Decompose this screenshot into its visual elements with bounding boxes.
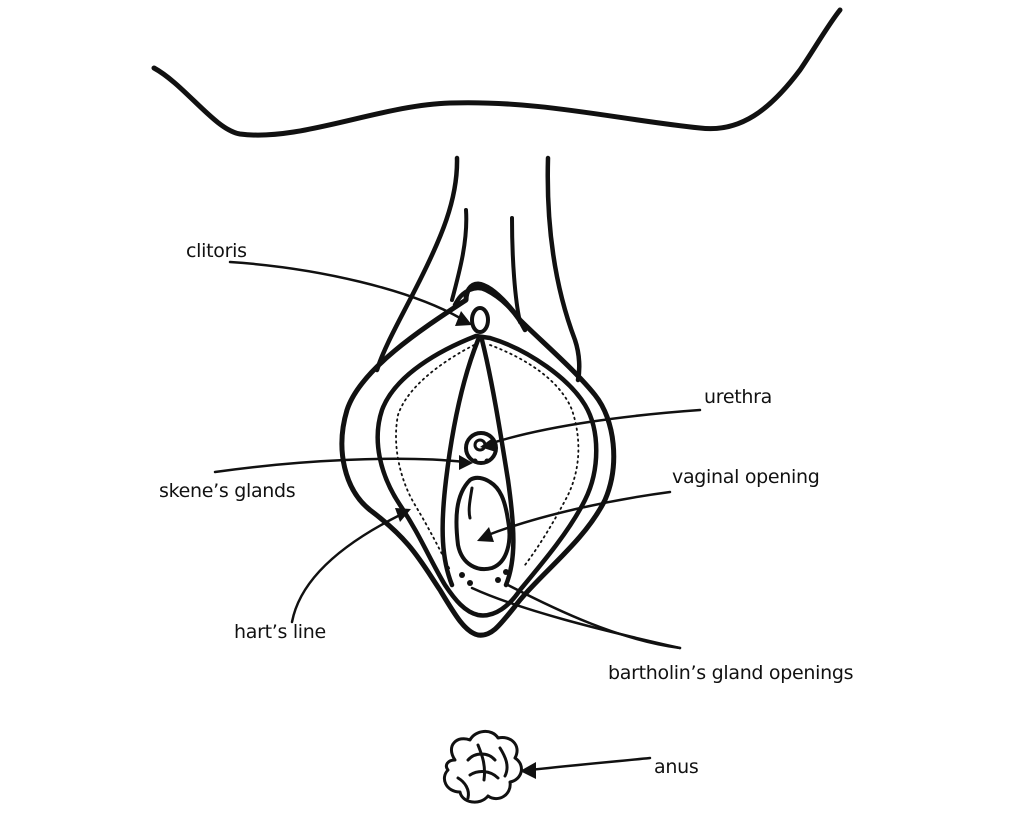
label-urethra: urethra bbox=[704, 386, 772, 408]
clitoris-shape bbox=[470, 306, 490, 334]
bartholin-pointer-right bbox=[504, 582, 682, 650]
label-bartholins-gland-openings: bartholin’s gland openings bbox=[608, 662, 854, 684]
mons-line-right-inner bbox=[510, 216, 522, 324]
clitoris-pointer bbox=[228, 260, 462, 320]
anus-pointer bbox=[528, 756, 652, 772]
vaginal-opening-shape bbox=[454, 475, 512, 571]
anus-arrowhead bbox=[520, 762, 536, 779]
label-vaginal-opening: vaginal opening bbox=[672, 466, 820, 488]
harts-arrowhead bbox=[395, 508, 411, 522]
skene-gland-dot-right bbox=[484, 458, 490, 464]
bartholin-gland-dot-4 bbox=[503, 569, 509, 575]
harts-pointer bbox=[290, 513, 402, 624]
label-clitoris: clitoris bbox=[186, 240, 247, 262]
labia-minora-outline bbox=[375, 333, 599, 618]
vaginal-arrowhead bbox=[477, 527, 494, 542]
label-skenes-glands: skene’s glands bbox=[159, 480, 296, 502]
skenes-arrowhead bbox=[459, 455, 473, 470]
harts-line-dotted-right bbox=[489, 344, 580, 566]
urethra-arrowhead bbox=[480, 437, 496, 452]
hymen-line bbox=[467, 486, 474, 520]
mons-line-right-outer bbox=[545, 155, 582, 383]
mons-line-left-inner bbox=[450, 208, 469, 302]
vaginal-pointer bbox=[486, 490, 672, 537]
skenes-pointer bbox=[213, 457, 467, 474]
vestibule-left bbox=[440, 337, 481, 588]
vestibule-right bbox=[479, 337, 516, 588]
urethra-shape bbox=[464, 431, 498, 465]
bartholin-gland-dot-3 bbox=[495, 577, 501, 583]
label-harts-line: hart’s line bbox=[234, 621, 326, 643]
body-outline bbox=[151, 7, 843, 138]
clitoral-hood bbox=[452, 285, 528, 333]
urethra-pointer bbox=[490, 408, 702, 445]
mons-line-left-outer bbox=[374, 155, 460, 373]
harts-line-dotted bbox=[395, 344, 475, 571]
bartholin-gland-dot-1 bbox=[459, 572, 465, 578]
bartholin-gland-dot-2 bbox=[467, 580, 473, 586]
label-anus: anus bbox=[654, 756, 699, 778]
skene-gland-dot-left bbox=[472, 458, 478, 464]
anus-shape bbox=[443, 730, 523, 804]
clitoris-arrowhead bbox=[455, 311, 472, 326]
